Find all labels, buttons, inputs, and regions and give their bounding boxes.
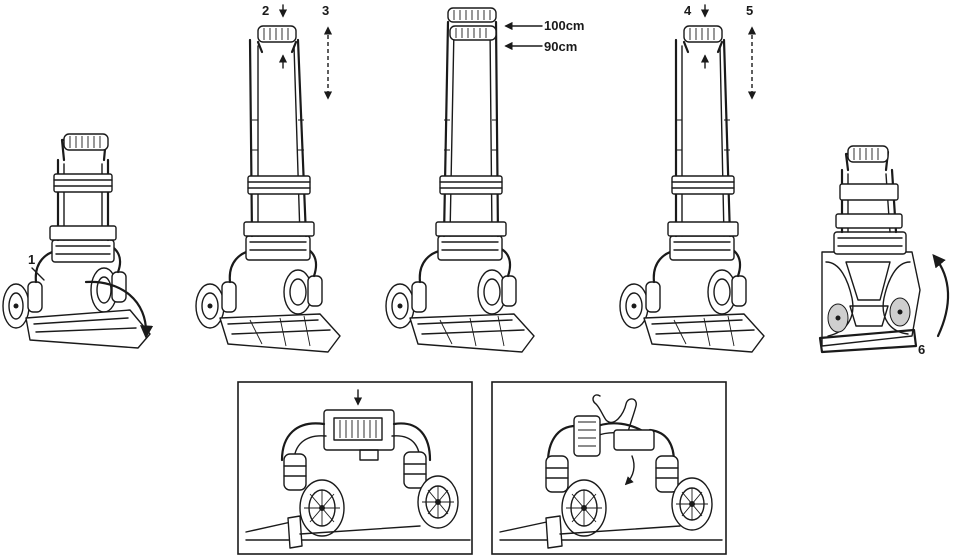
figure-2-extend-handle: 2 3 xyxy=(195,3,341,353)
figure-1-unfold-plate: 1 xyxy=(2,133,154,349)
step-2-label: 2 xyxy=(262,3,269,18)
height-100cm-label: 100cm xyxy=(544,18,584,33)
figure-5-fold-plate-up: 6 xyxy=(818,145,950,357)
step-6-label: 6 xyxy=(918,342,925,357)
step-4-label: 4 xyxy=(684,3,692,18)
step-1-label: 1 xyxy=(28,252,35,267)
detail-box-latch xyxy=(237,381,473,555)
step-3-label: 3 xyxy=(322,3,329,18)
detail-box-bungee-cord xyxy=(491,381,727,555)
figure-3-height-settings: 100cm 90cm xyxy=(385,7,584,353)
height-90cm-label: 90cm xyxy=(544,39,577,54)
figure-4-retract-handle: 4 5 xyxy=(619,3,765,353)
step-5-label: 5 xyxy=(746,3,753,18)
